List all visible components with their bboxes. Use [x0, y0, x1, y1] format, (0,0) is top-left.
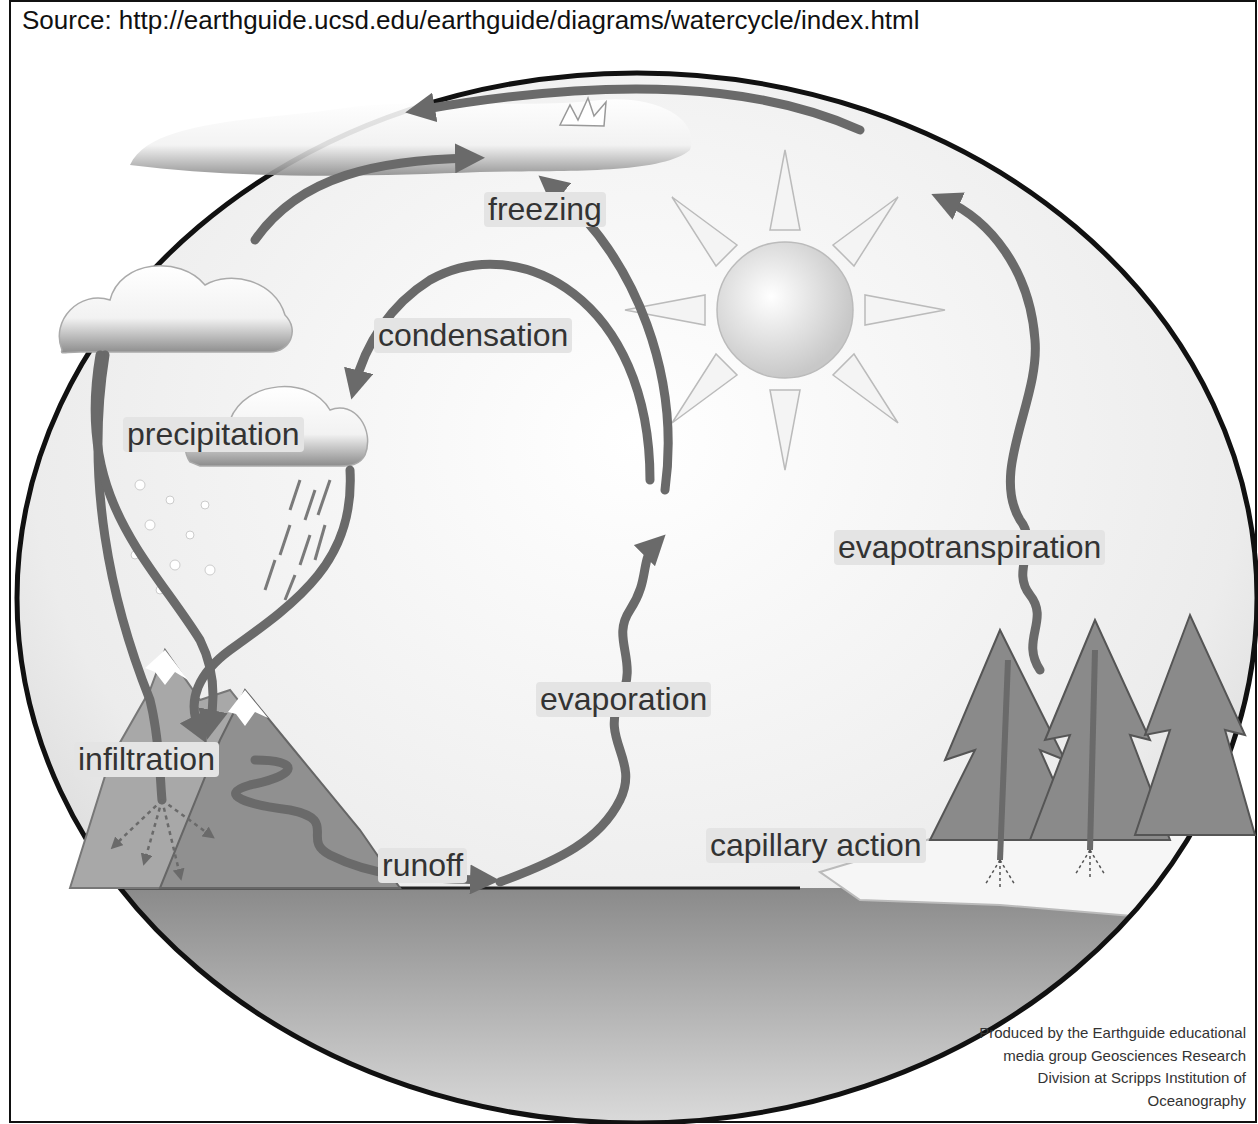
credit-note: Produced by the Earthguide educational m…: [971, 1022, 1246, 1112]
process-label: freezing: [484, 192, 606, 227]
process-label: precipitation: [123, 417, 304, 452]
process-label: condensation: [374, 318, 572, 353]
process-label: evapotranspiration: [834, 530, 1105, 565]
process-label: capillary action: [706, 828, 926, 863]
process-label: infiltration: [74, 742, 219, 777]
process-label: runoff: [378, 848, 467, 883]
process-label: evaporation: [536, 682, 711, 717]
source-line: Source: http://earthguide.ucsd.edu/earth…: [22, 6, 920, 35]
